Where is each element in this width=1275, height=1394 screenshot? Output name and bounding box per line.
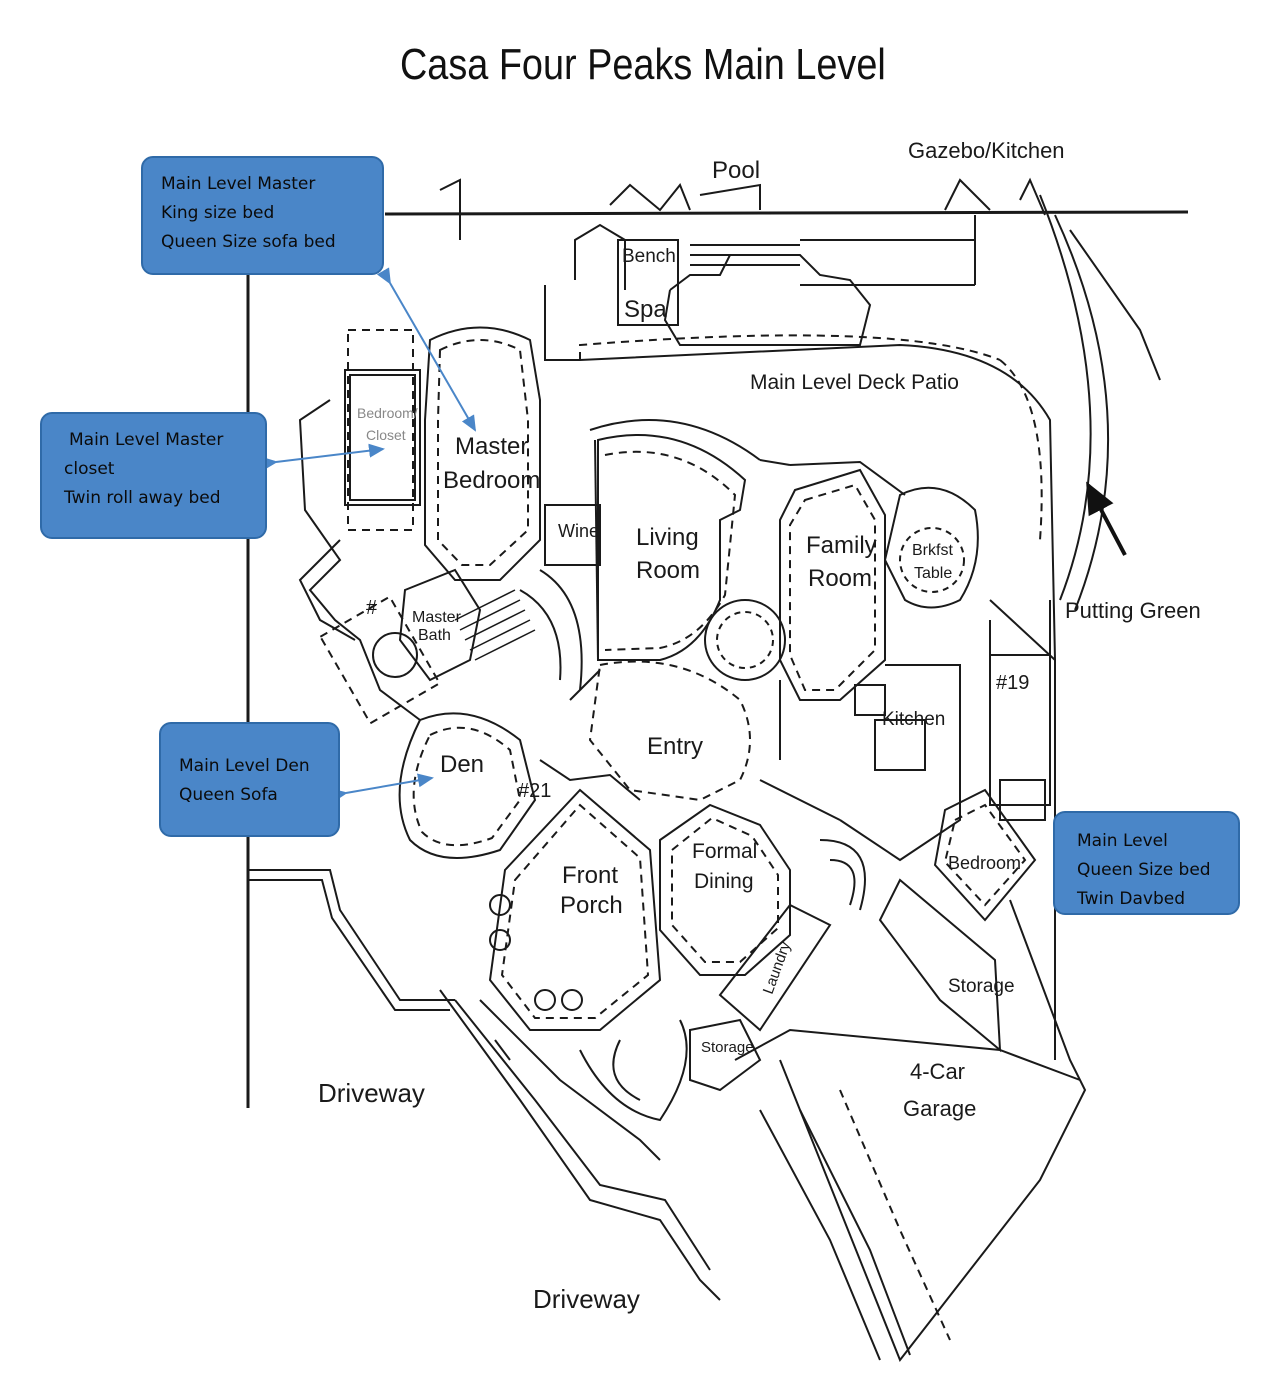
plan-walls bbox=[246, 177, 1189, 1362]
label-driveway-left: Driveway bbox=[318, 1078, 425, 1108]
callout-master-line: Main Level Master bbox=[161, 174, 316, 194]
label-front-2: Porch bbox=[560, 892, 623, 919]
label-brkfst-2: Table bbox=[914, 565, 952, 582]
label-n21: #21 bbox=[518, 780, 551, 802]
label-bench: Bench bbox=[622, 246, 676, 267]
label-bedroom-closet-2: Closet bbox=[366, 427, 406, 443]
label-kitchen: Kitchen bbox=[882, 709, 945, 730]
label-gazebo: Gazebo/Kitchen bbox=[908, 138, 1065, 163]
callout-closet-line: closet bbox=[64, 459, 115, 479]
label-formal-1: Formal bbox=[692, 840, 757, 863]
label-storage-left: Storage bbox=[701, 1039, 754, 1056]
label-family-1: Family bbox=[806, 532, 877, 559]
callout-bedroom-line: Main Level bbox=[1077, 831, 1168, 851]
callout-arrows bbox=[261, 267, 477, 803]
label-den: Den bbox=[440, 751, 484, 778]
label-family-2: Room bbox=[808, 565, 872, 592]
callout-bedroom: Main Level Queen Size bed Twin Davbed bbox=[1053, 811, 1240, 915]
label-spa: Spa bbox=[624, 296, 667, 323]
callout-closet-line: Main Level Master bbox=[69, 430, 224, 450]
label-driveway-bottom: Driveway bbox=[533, 1284, 640, 1314]
label-master-2: Bedroom bbox=[443, 467, 540, 494]
label-garage-1: 4-Car bbox=[910, 1059, 965, 1084]
label-living-2: Room bbox=[636, 557, 700, 584]
callout-master-line: King size bed bbox=[161, 203, 275, 223]
label-bedroom: Bedroom bbox=[948, 853, 1021, 873]
callout-den-line: Main Level Den bbox=[179, 756, 310, 776]
label-deck: Main Level Deck Patio bbox=[750, 371, 959, 394]
label-storage-right: Storage bbox=[948, 976, 1015, 997]
label-brkfst-1: Brkfst bbox=[912, 542, 953, 559]
callout-bedroom-line: Twin Davbed bbox=[1077, 889, 1185, 909]
label-wine: Wine bbox=[558, 521, 599, 541]
label-entry: Entry bbox=[647, 733, 703, 760]
label-putting: Putting Green bbox=[1065, 598, 1201, 623]
label-garage-2: Garage bbox=[903, 1096, 976, 1121]
label-master-bath-2: Bath bbox=[418, 627, 451, 644]
label-hash: # bbox=[366, 597, 378, 619]
callout-master-line: Queen Size sofa bed bbox=[161, 232, 336, 252]
label-front-1: Front bbox=[562, 862, 618, 889]
callout-closet-line: Twin roll away bed bbox=[64, 488, 221, 508]
callout-den-line: Queen Sofa bbox=[179, 785, 278, 805]
label-master-bath-1: Master bbox=[412, 609, 462, 626]
label-n19: #19 bbox=[996, 672, 1029, 694]
label-living-1: Living bbox=[636, 524, 699, 551]
callout-master: Main Level Master King size bed Queen Si… bbox=[141, 156, 384, 275]
page-title: Casa Four Peaks Main Level bbox=[399, 40, 886, 89]
callout-den: Main Level Den Queen Sofa bbox=[159, 722, 340, 837]
label-formal-2: Dining bbox=[694, 870, 754, 893]
callout-bedroom-line: Queen Size bed bbox=[1077, 860, 1211, 880]
north-arrow-icon bbox=[1086, 481, 1127, 556]
label-pool: Pool bbox=[712, 157, 760, 184]
label-bedroom-closet-1: Bedroom/ bbox=[357, 405, 418, 421]
callout-closet: Main Level Master closet Twin roll away … bbox=[40, 412, 267, 539]
label-master-1: Master bbox=[455, 433, 528, 460]
